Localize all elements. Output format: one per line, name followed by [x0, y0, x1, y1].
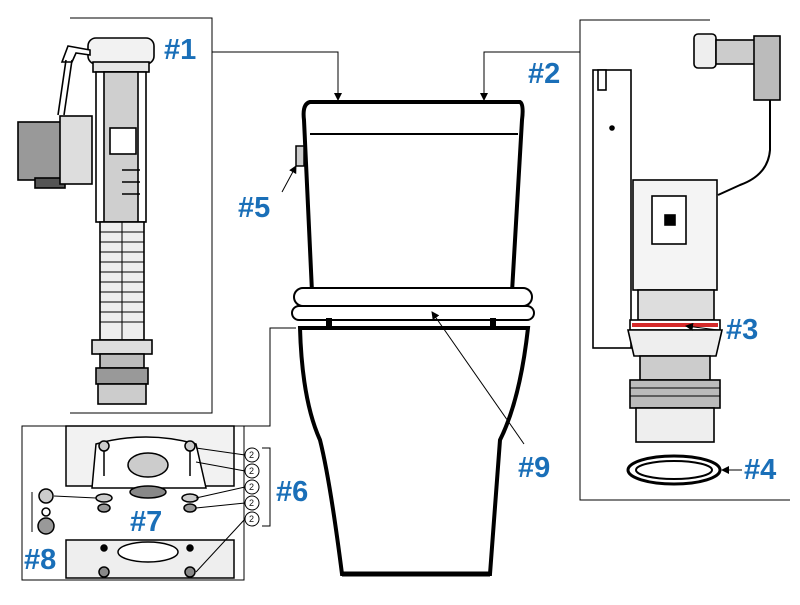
callout-6: #6: [276, 476, 309, 508]
hardware-qty-group: 2 2 2 2 2: [195, 447, 271, 573]
qty-label: 2: [249, 466, 254, 476]
hardware-drawing: [31, 425, 235, 579]
callout-2: #2: [528, 58, 561, 90]
flush-valve-box: [579, 19, 790, 501]
callout-4: #4: [744, 454, 777, 486]
callout-1: #1: [164, 34, 197, 66]
toilet-drawing: [291, 100, 535, 577]
qty-label: 2: [249, 482, 254, 492]
callout-7: #7: [130, 506, 163, 538]
callout-9: #9: [518, 452, 551, 484]
qty-label: 2: [249, 514, 254, 524]
fill-valve-box: [70, 17, 213, 414]
flush-valve-drawing: [592, 33, 781, 486]
fill-valve-drawing: [17, 37, 155, 405]
qty-label: 2: [249, 498, 254, 508]
callout-3: #3: [726, 314, 759, 346]
callout-8: #8: [24, 544, 57, 576]
leader-lines: [53, 51, 742, 499]
qty-label: 2: [249, 450, 254, 460]
callout-5: #5: [238, 192, 271, 224]
